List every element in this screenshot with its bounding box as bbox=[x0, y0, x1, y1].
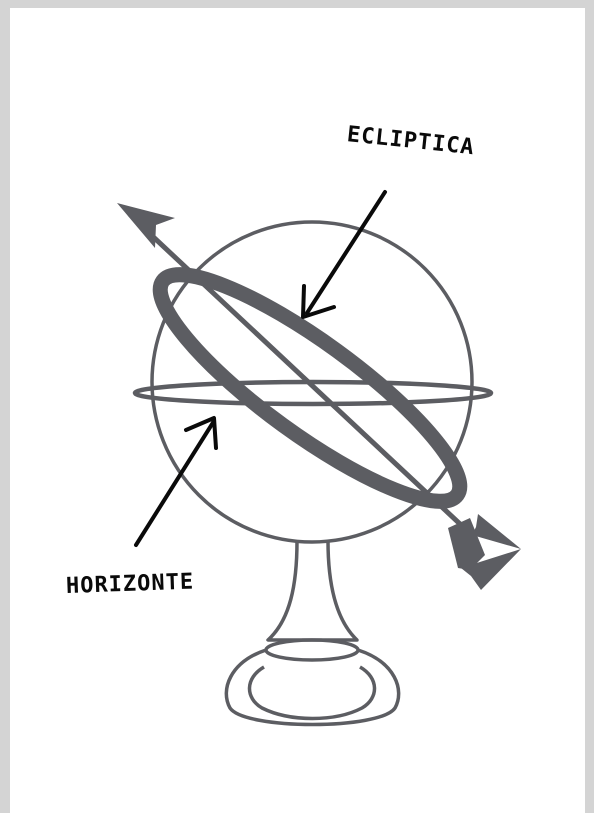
axis-arrow-head-top bbox=[117, 203, 175, 248]
horizonte-label: HORIZONTE bbox=[66, 570, 195, 599]
horizonte-pointer-line bbox=[136, 421, 214, 545]
ecliptica-pointer-line bbox=[307, 192, 385, 313]
stand-collar bbox=[266, 640, 358, 660]
stand-stem bbox=[268, 541, 357, 640]
stand-base-inner bbox=[249, 667, 374, 719]
